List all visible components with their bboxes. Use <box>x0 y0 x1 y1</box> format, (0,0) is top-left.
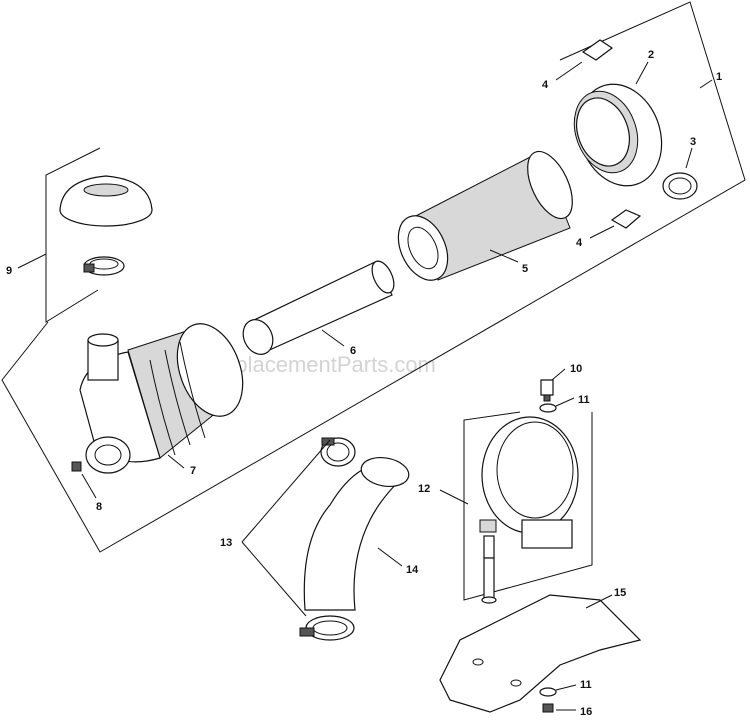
air-cleaner-housing[interactable] <box>79 315 255 474</box>
callout-16: 16 <box>580 706 592 718</box>
precleaner-cap[interactable] <box>59 175 153 227</box>
callout-8: 8 <box>96 501 102 513</box>
housing-nut[interactable] <box>71 461 82 472</box>
callout-11-bottom: 11 <box>580 679 592 691</box>
callout-4-bottom: 4 <box>576 237 583 249</box>
callout-10: 10 <box>570 363 582 375</box>
callout-2: 2 <box>648 49 654 61</box>
callout-7: 7 <box>190 465 196 477</box>
mounting-bracket[interactable] <box>479 416 579 604</box>
clip-bottom[interactable] <box>610 209 642 229</box>
clip-top[interactable] <box>581 39 614 61</box>
leader-lines <box>17 61 713 711</box>
washer-11-bottom[interactable] <box>539 687 557 697</box>
hose-clamp-lower[interactable] <box>299 615 355 641</box>
nut-16[interactable] <box>542 703 554 713</box>
elbow-hose[interactable] <box>303 454 411 611</box>
callout-3: 3 <box>690 136 696 148</box>
callout-5: 5 <box>522 263 528 275</box>
group-bracket-12 <box>463 411 593 601</box>
filter-element[interactable] <box>389 145 582 288</box>
group-bracket-9 <box>45 147 101 323</box>
callout-6: 6 <box>350 345 356 357</box>
callout-15: 15 <box>614 587 626 599</box>
gasket-ring[interactable] <box>662 172 698 200</box>
hose-clamp-upper[interactable] <box>320 437 356 467</box>
callout-4-top: 4 <box>542 79 549 91</box>
callout-1: 1 <box>716 71 722 83</box>
bolt-10[interactable] <box>540 379 554 402</box>
safety-element[interactable] <box>238 258 399 359</box>
cap-clamp[interactable] <box>83 256 125 276</box>
assembly-boundary <box>1 1 746 553</box>
callout-11-top: 11 <box>578 394 590 406</box>
callout-12: 12 <box>418 483 430 495</box>
end-cap[interactable] <box>563 72 675 197</box>
callout-14: 14 <box>406 564 419 576</box>
washer-11-top[interactable] <box>539 403 557 413</box>
callout-13: 13 <box>220 537 232 549</box>
callout-9: 9 <box>6 265 12 277</box>
mounting-plate[interactable] <box>439 594 642 713</box>
